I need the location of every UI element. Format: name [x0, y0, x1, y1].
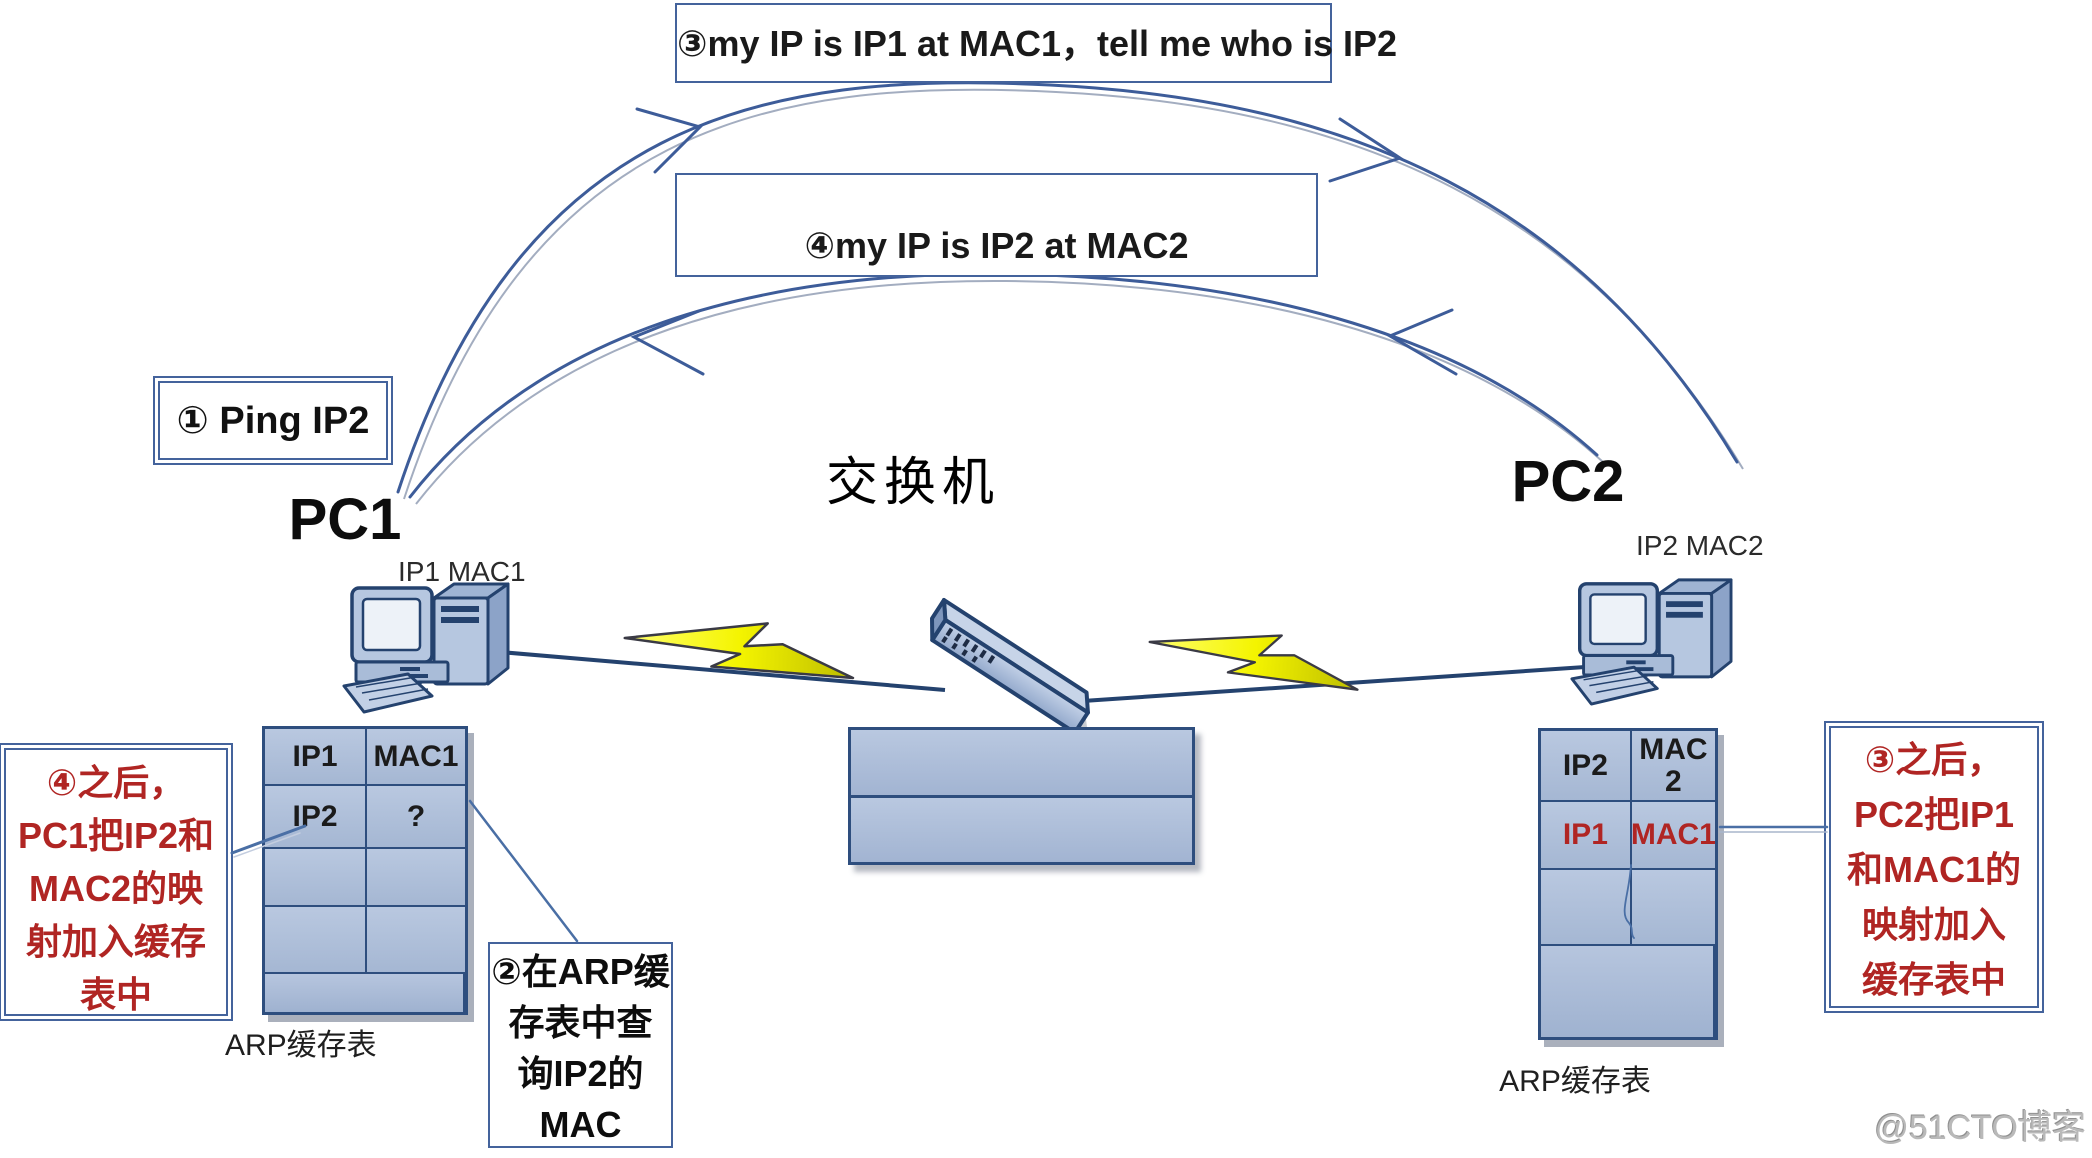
table-cell: MAC1: [367, 729, 465, 784]
pc1-icon: [342, 582, 510, 714]
table-cell: [265, 907, 367, 972]
link-pc1-switch: [499, 650, 946, 692]
table-cell: [1541, 946, 1715, 1037]
note-line: ②在ARP缓: [491, 951, 670, 992]
pc2-arp-table-caption: ARP缓存表: [1499, 1065, 1651, 1098]
arp-reply-message-box: ④my IP is IP2 at MAC2: [675, 173, 1318, 277]
arc-shadows: [403, 88, 1744, 505]
table-row: IP1 MAC1: [265, 729, 465, 786]
lightning-bolt-left: [623, 622, 855, 680]
table-cell: MAC 2: [1631, 731, 1715, 800]
pc1-arp-table: IP1 MAC1 IP2 ?: [262, 726, 468, 1015]
note-line: 询IP2的: [517, 1053, 644, 1094]
note-step2-lookup: ②在ARP缓 存表中查 询IP2的 MAC: [488, 942, 673, 1148]
arp-request-message-box: ③my IP is IP1 at MAC1，tell me who is IP2: [675, 3, 1397, 83]
note-line: ③之后，: [1864, 739, 2004, 780]
pc1-label: PC1: [288, 487, 402, 552]
note-line: MAC: [539, 1104, 622, 1145]
table-row: IP2 MAC 2: [1541, 731, 1715, 802]
table-row: [1541, 946, 1715, 1037]
switch-icon: [930, 598, 1090, 735]
note-line: MAC2的映: [28, 868, 203, 909]
arp-request-arc: [396, 81, 1739, 494]
table-row: [265, 974, 465, 1012]
note-after-step3: ③之后， PC2把IP1 和MAC1的 映射加入 缓存表中: [1824, 721, 2044, 1013]
pc2-label: PC2: [1511, 449, 1625, 514]
pc1-address-label: IP1 MAC1: [398, 556, 526, 587]
switch-label: 交换机: [825, 454, 1000, 512]
note-line: 和MAC1的: [1846, 849, 2021, 890]
note-line: 射加入缓存: [25, 921, 206, 962]
arrowhead: [630, 309, 705, 376]
table-cell: [265, 974, 465, 1012]
lightning-bolt-right: [1148, 634, 1359, 691]
table-cell: IP1: [265, 729, 367, 784]
note-line: 存表中查: [508, 1002, 653, 1043]
arrowhead: [1328, 117, 1404, 183]
table-row: IP1 MAC1: [1541, 802, 1715, 870]
note-after-step4: ④之后， PC1把IP2和 MAC2的映 射加入缓存 表中: [0, 743, 233, 1021]
table-cell: IP2: [1541, 731, 1632, 800]
arrowhead: [635, 107, 703, 174]
ping-callout-box: ① Ping IP2: [153, 376, 393, 465]
pc1-arp-table-caption: ARP缓存表: [225, 1029, 377, 1062]
switch-table-row: [851, 797, 1192, 862]
note-line: 映射加入: [1861, 904, 2006, 945]
connector-question-cell-to-note2: [468, 799, 579, 943]
table-row: [265, 849, 465, 907]
table-cell: [367, 849, 465, 905]
switch-table-row: [851, 730, 1192, 798]
pc2-icon: [1570, 578, 1733, 706]
table-cell-highlighted: IP1: [1541, 802, 1632, 868]
table-row: IP2 ?: [265, 786, 465, 849]
link-switch-pc2: [1067, 663, 1616, 704]
note-line: PC2把IP1: [1853, 794, 2015, 835]
table-cell-highlighted: MAC1: [1631, 802, 1715, 868]
pc2-address-label: IP2 MAC2: [1636, 530, 1764, 561]
note-line: 缓存表中: [1861, 959, 2006, 1000]
table-cell: [1631, 870, 1715, 944]
table-row: [265, 907, 465, 974]
arp-reply-message: ④my IP is IP2 at MAC2: [804, 225, 1189, 266]
table-cell: [1541, 870, 1632, 944]
switch-table: [848, 727, 1195, 865]
arrowhead: [1386, 308, 1458, 376]
note-line: 表中: [79, 974, 152, 1015]
table-cell: [265, 849, 367, 905]
note-line: ④之后，: [46, 762, 186, 803]
table-cell: ?: [367, 786, 465, 847]
watermark: @51CTO博客: [1874, 1109, 2087, 1147]
table-cell: [367, 907, 465, 972]
table-row: [1541, 870, 1715, 946]
note-line: PC1把IP2和: [17, 815, 215, 856]
pc2-arp-table: IP2 MAC 2 IP1 MAC1: [1538, 728, 1718, 1040]
network-links: [499, 650, 1616, 704]
table-cell: IP2: [265, 786, 367, 847]
